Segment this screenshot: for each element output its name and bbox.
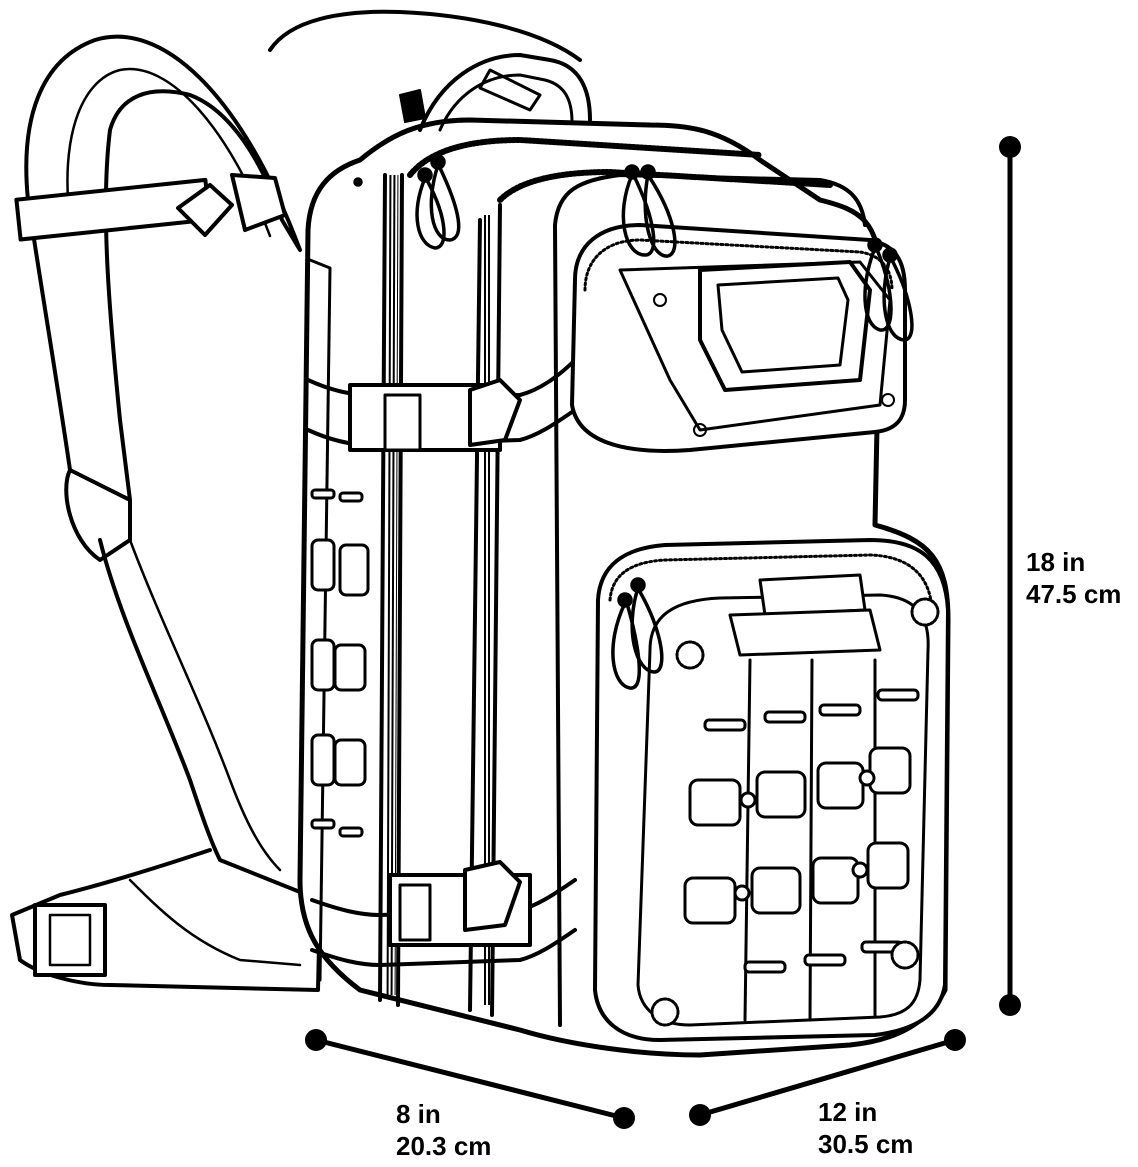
grommets (650, 597, 940, 1027)
height-metric: 47.5 cm (1026, 579, 1122, 609)
upper-front-pocket (570, 223, 907, 453)
depth-imperial: 8 in (396, 1099, 441, 1129)
depth-dimension-line (305, 1029, 635, 1129)
width-label: 12 in 30.5 cm (818, 1096, 913, 1160)
depth-metric: 20.3 cm (396, 1131, 492, 1161)
hip-belt (10, 538, 322, 992)
height-label: 18 in 47.5 cm (1026, 546, 1121, 610)
compression-strap-upper (306, 358, 577, 452)
zipper-tracks (385, 137, 833, 1005)
zipper-pulls (353, 154, 914, 690)
depth-label: 8 in 20.3 cm (396, 1098, 491, 1162)
height-imperial: 18 in (1026, 547, 1086, 577)
width-metric: 30.5 cm (818, 1129, 914, 1159)
compression-strap-lower (310, 860, 577, 967)
shoulder-strap (14, 34, 302, 562)
width-imperial: 12 in (818, 1097, 878, 1127)
side-molle-slots (310, 488, 370, 838)
height-dimension-line (999, 136, 1021, 1016)
width-dimension-line (689, 1029, 966, 1126)
front-molle-slots (683, 688, 920, 974)
